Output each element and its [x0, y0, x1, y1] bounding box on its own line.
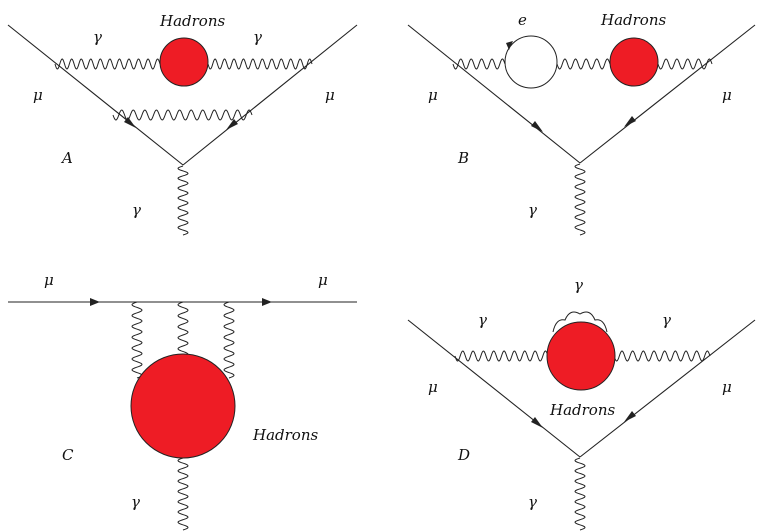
diagram-b-muon-right-line: [579, 24, 756, 164]
diagram-b-hadron-blob: [609, 37, 659, 87]
diagram-a-photon-left: [54, 58, 161, 70]
diagram-d-photon-external: [574, 457, 586, 531]
diagram-d-muon-right-label: μ: [722, 378, 732, 396]
diagram-d-photon-left: [454, 350, 549, 362]
diagram-a-muon-left-line: [7, 24, 184, 166]
diagram-d-photon-top-label: γ: [574, 276, 583, 294]
diagram-b-muon-right-arrow: [624, 116, 636, 127]
diagram-b-hadrons-label: Hadrons: [600, 11, 666, 29]
diagram-b-photon-left: [452, 58, 506, 70]
diagram-c: μ μ Hadrons C γ: [8, 271, 357, 531]
diagram-c-muon-right-arrow: [262, 298, 272, 306]
diagram-c-muon-right-label: μ: [318, 271, 328, 289]
diagram-b-electron-loop: [504, 35, 558, 89]
diagram-a-photon-external: [177, 165, 189, 236]
diagram-a-muon-right-arrow: [226, 119, 238, 130]
diagram-b-photon-middle: [556, 58, 611, 70]
diagram-a-label: A: [60, 149, 73, 167]
diagram-a-photon-inner: [112, 109, 253, 121]
diagram-d-photon-right: [613, 350, 711, 362]
diagram-d-muon-left-line: [407, 319, 581, 458]
diagram-d-hadrons-label: Hadrons: [549, 401, 615, 419]
diagram-c-photon-3: [223, 301, 235, 379]
diagram-b-photon-bottom-label: γ: [528, 201, 537, 219]
diagram-a-photon-right: [207, 58, 313, 70]
diagram-c-photon-1: [131, 301, 143, 379]
diagram-a-hadrons-label: Hadrons: [159, 12, 225, 30]
diagram-b-muon-left-label: μ: [428, 86, 438, 104]
diagram-a-hadron-blob: [159, 37, 209, 87]
diagram-d-muon-right-line: [579, 319, 756, 458]
diagram-b-photon-external: [574, 163, 586, 236]
diagram-a-muon-right-line: [182, 24, 358, 166]
diagram-a-photon-bottom-label: γ: [132, 201, 141, 219]
diagram-d-photon-top-loop: [552, 311, 608, 333]
diagram-a: Hadrons γ γ μ μ A γ: [7, 12, 358, 236]
diagram-a-photon-right-label: γ: [253, 28, 262, 46]
diagram-c-photon-2: [177, 301, 189, 358]
diagram-b-electron-loop-arrow: [506, 41, 513, 50]
diagram-b-photon-right: [657, 58, 713, 70]
diagram-a-photon-left-label: γ: [93, 28, 102, 46]
diagram-b-muon-left-line: [407, 24, 581, 164]
diagram-d-muon-left-arrow: [531, 417, 543, 428]
diagram-c-muon-left-arrow: [90, 298, 100, 306]
diagram-b-label: B: [457, 149, 469, 167]
diagram-c-photon-bottom-label: γ: [131, 493, 140, 511]
diagram-a-muon-left-label: μ: [33, 86, 43, 104]
diagram-d-photon-bottom-label: γ: [528, 493, 537, 511]
diagram-b-muon-right-label: μ: [722, 86, 732, 104]
diagram-b-muon-left-arrow: [531, 121, 543, 132]
diagram-c-photon-external: [177, 457, 189, 531]
diagram-d-label: D: [457, 446, 470, 464]
diagram-d-muon-left-label: μ: [428, 378, 438, 396]
diagram-d-photon-left-label: γ: [478, 311, 487, 329]
diagram-d-photon-right-label: γ: [662, 311, 671, 329]
diagram-d-muon-right-arrow: [624, 411, 636, 422]
diagram-c-hadrons-label: Hadrons: [252, 426, 318, 444]
diagram-c-hadron-blob: [130, 353, 236, 459]
diagram-b: e Hadrons μ μ B γ: [407, 11, 756, 236]
diagram-c-label: C: [62, 446, 74, 464]
diagram-c-muon-left-label: μ: [44, 271, 54, 289]
diagram-d-hadron-blob: [546, 321, 616, 391]
diagram-b-electron-label: e: [518, 11, 527, 29]
diagram-a-muon-right-label: μ: [325, 86, 335, 104]
diagram-d: γ γ γ μ μ Hadrons D γ: [407, 276, 756, 531]
